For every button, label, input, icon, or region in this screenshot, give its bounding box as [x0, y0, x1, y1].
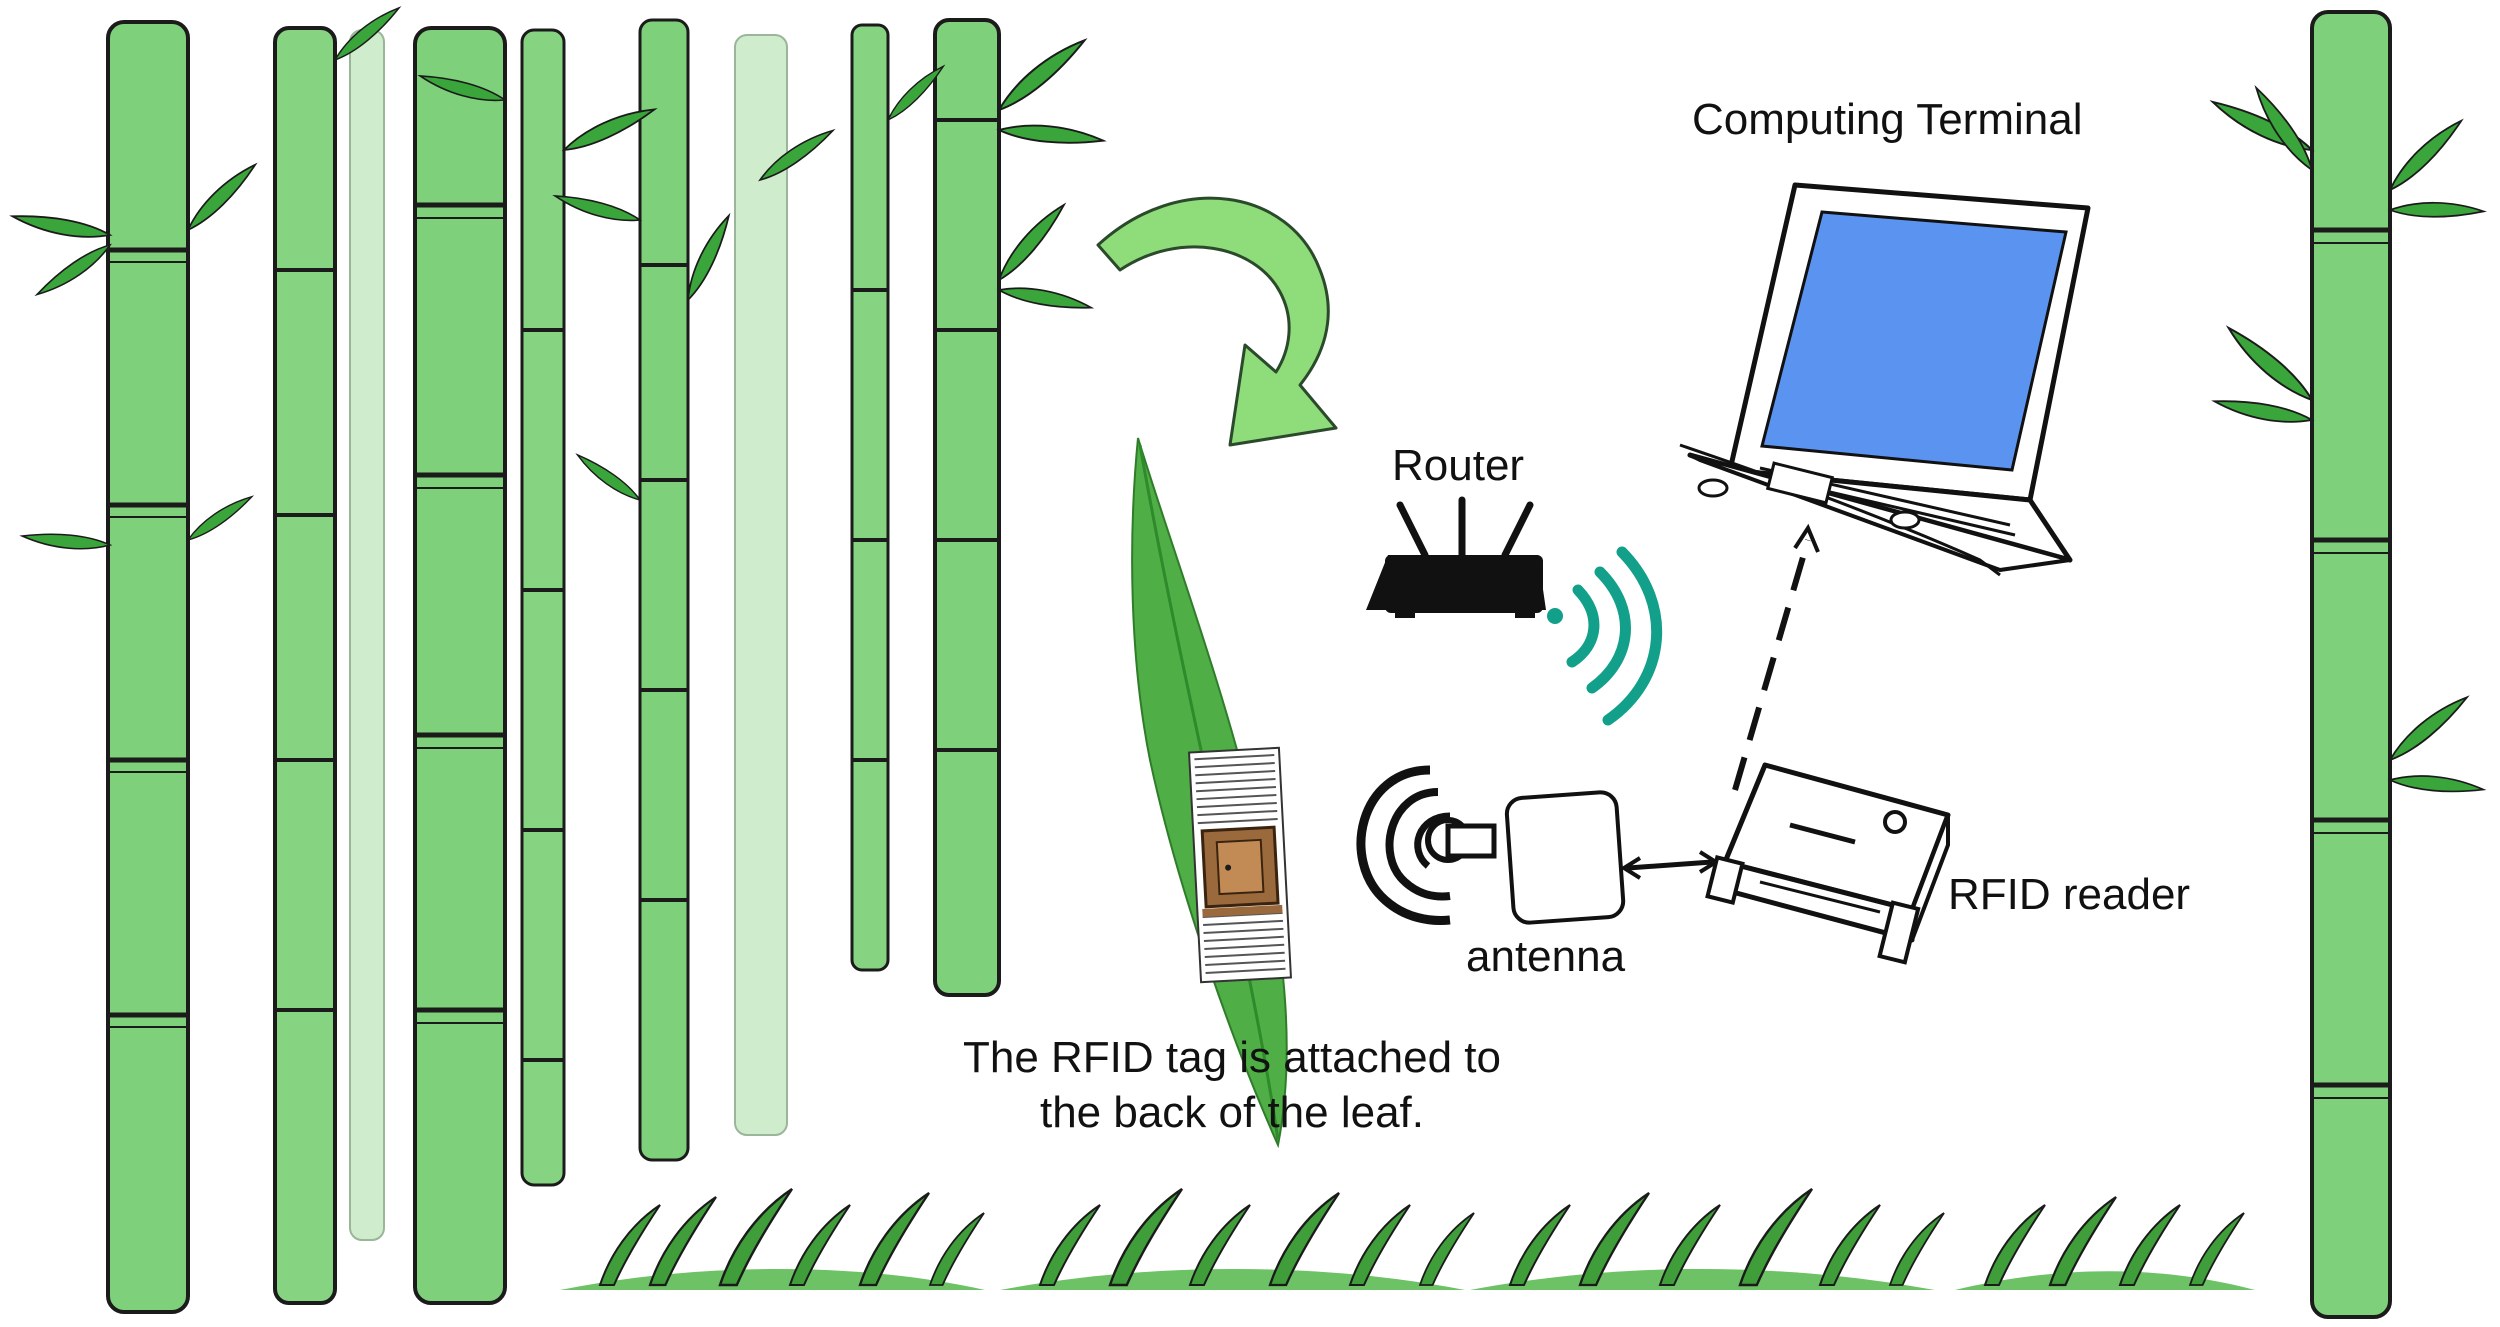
rfid-reader-icon — [1705, 762, 1951, 965]
caption-line-2: the back of the leaf. — [1039, 1088, 1425, 1137]
bamboo-stalk — [638, 18, 690, 1162]
grass-patch — [560, 1187, 985, 1290]
grass-patch — [1955, 1195, 2255, 1290]
bamboo-stalk — [273, 26, 337, 1305]
bamboo-stalk — [349, 29, 788, 1241]
grass-patch — [1470, 1187, 1945, 1290]
bamboo-stalk — [850, 23, 890, 972]
bamboo-stalk — [933, 18, 1001, 997]
caption-line-1: The RFID tag is attached to — [962, 1033, 1502, 1082]
signal-emitter-icon — [1356, 765, 1497, 925]
leaf-tag-caption: The RFID tag is attached to the back of … — [882, 1030, 1582, 1140]
bamboo-stalk — [520, 28, 566, 1187]
antenna-label: antenna — [1466, 932, 1626, 981]
bamboo-stalk — [106, 20, 190, 1314]
rfid-reader-label: RFID reader — [1948, 870, 2191, 919]
grass-patch — [1000, 1187, 1475, 1290]
wifi-signal-icon — [1547, 546, 1663, 726]
laptop-icon — [1679, 182, 2091, 577]
bamboo-stalk — [2208, 10, 2485, 1319]
data-link-arrow — [1732, 523, 1820, 791]
computing-terminal-label: Computing Terminal — [1692, 95, 2083, 144]
curved-arrow-icon — [1096, 196, 1338, 447]
bamboo-stalk — [413, 26, 507, 1305]
bamboo-grove-left — [10, 3, 1106, 1314]
antenna-icon — [1504, 790, 1626, 925]
antenna-reader-link — [1620, 850, 1720, 880]
rfid-tag-icon — [1187, 746, 1293, 984]
router-label: Router — [1392, 441, 1525, 490]
router-icon — [1366, 496, 1546, 618]
